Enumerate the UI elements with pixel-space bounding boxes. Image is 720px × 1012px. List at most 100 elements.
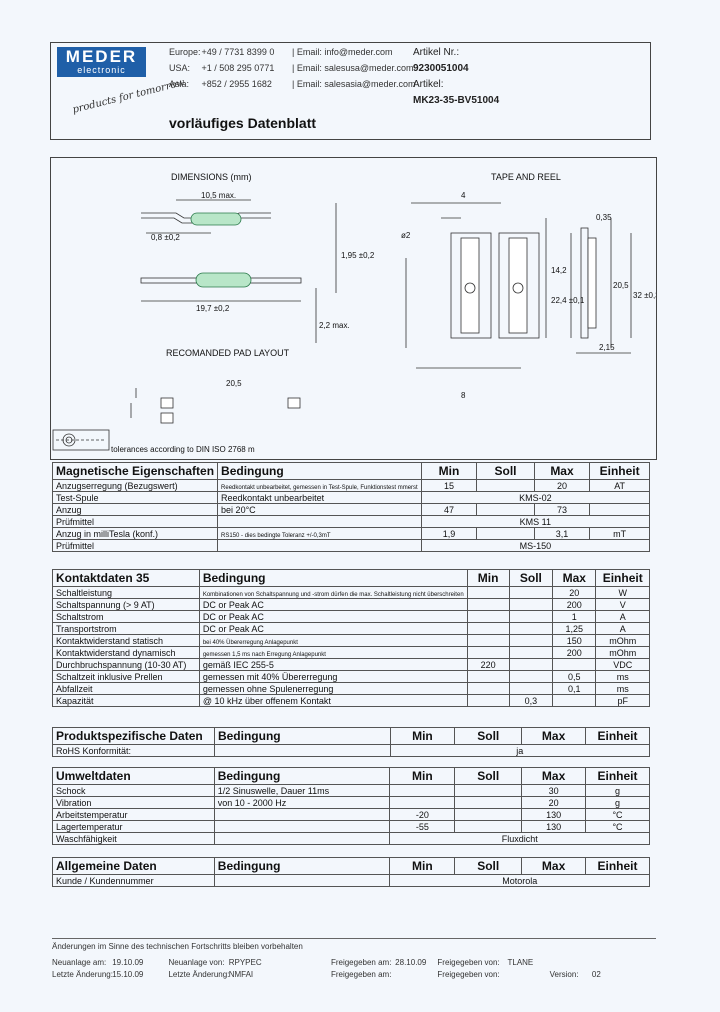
cell-text: Anzugserregung (Bezugswert) <box>56 480 178 491</box>
column-header: Bedingung <box>213 857 391 875</box>
cell-unit: mOhm <box>595 646 650 659</box>
artikel-nr-value: 9230051004 <box>413 63 469 74</box>
table-row: Durchbruchspannung (10-30 AT)gemäß IEC 2… <box>52 658 650 671</box>
cell-name: Arbeitstemperatur <box>52 808 215 821</box>
cell-text: 20 <box>548 797 559 808</box>
contact-region: Asia: <box>169 79 190 89</box>
tape-title: TAPE AND REEL <box>491 172 561 182</box>
cell-text: 3,1 <box>555 528 569 539</box>
document-title: vorläufiges Datenblatt <box>169 115 317 131</box>
cell-text: Prüfmittel <box>56 540 95 551</box>
cell-unit: ms <box>595 682 650 695</box>
footer-label: Freigegeben von: <box>437 958 500 967</box>
cell-soll <box>508 610 554 623</box>
cell-name: Durchbruchspannung (10-30 AT) <box>52 658 200 671</box>
cell-min <box>466 694 510 707</box>
cell-text: Anzug <box>56 504 82 515</box>
contact-email[interactable]: | Email: salesusa@meder.com <box>292 63 414 73</box>
dim-label: 14,2 <box>551 266 567 275</box>
cell-cond: bei 40% Übererregung Anlagepunkt <box>198 634 468 647</box>
contact-email[interactable]: | Email: info@meder.com <box>292 47 393 57</box>
cell-span: MS-150 <box>420 539 651 552</box>
cell-min <box>466 610 510 623</box>
cell-text: -20 <box>415 809 429 820</box>
dim-label: 20,5 <box>613 281 629 290</box>
cell-text: Kunde / Kundennummer <box>56 875 154 886</box>
cell-text: Arbeitstemperatur <box>56 809 128 820</box>
cell-text: mOhm <box>609 647 637 658</box>
artikel-label: Artikel: <box>413 79 444 90</box>
column-header: Max <box>521 727 587 745</box>
cell-max: 200 <box>552 646 597 659</box>
cell-text: bei 20°C <box>221 504 256 515</box>
footer-label: Freigegeben von: <box>437 970 500 979</box>
section-title: Umweltdaten <box>52 767 215 785</box>
cell-min: 15 <box>420 479 478 492</box>
contact-email[interactable]: | Email: salesasia@meder.com <box>292 79 416 89</box>
cell-name: RoHS Konformität: <box>52 744 215 757</box>
cell-text: MS-150 <box>519 540 552 551</box>
column-header: Min <box>389 767 456 785</box>
cell-min <box>466 634 510 647</box>
column-header: Soll <box>454 857 523 875</box>
artikel-nr-label: Artikel Nr.: <box>413 47 460 58</box>
section-title: Kontaktdaten 35 <box>52 569 200 587</box>
cell-text: g <box>615 797 621 808</box>
cell-text: 0,3 <box>524 695 538 706</box>
cell-text: ms <box>616 671 629 682</box>
cell-soll <box>454 808 523 821</box>
cell-name: Test-Spule <box>51 491 219 504</box>
contact-phone: +1 / 508 295 0771 <box>201 63 275 73</box>
cell-text: RoHS Konformität: <box>56 745 132 756</box>
column-header: Max <box>552 569 597 587</box>
cell-cond: DC or Peak AC <box>198 622 468 635</box>
footer-label: Freigegeben am: <box>330 958 392 967</box>
cell-max: 30 <box>521 784 587 797</box>
column-header: Max <box>521 767 587 785</box>
cell-text: Schaltstrom <box>56 611 104 622</box>
tolerance-note: tolerances according to DIN ISO 2768 m <box>111 445 255 454</box>
logo-line1: MEDER <box>65 47 138 66</box>
footer-value: RPYPEC <box>228 958 262 967</box>
cell-min: 1,9 <box>420 527 478 540</box>
cell-min: 47 <box>420 503 478 516</box>
cell-cond: bei 20°C <box>217 503 422 516</box>
cell-text: pF <box>617 695 628 706</box>
cell-name: Schaltleistung <box>52 586 200 599</box>
cell-cond <box>213 874 391 887</box>
column-header: Soll <box>508 569 554 587</box>
column-header: Min <box>389 857 456 875</box>
column-header: Einheit <box>595 569 650 587</box>
cell-text: 200 <box>566 647 582 658</box>
cell-name: Kapazität <box>52 694 200 707</box>
cell-unit: AT <box>589 479 650 492</box>
cell-span: Motorola <box>389 874 650 887</box>
column-header: Einheit <box>589 462 650 480</box>
cell-text: 0,5 <box>568 671 581 682</box>
cell-name: Schaltzeit inklusive Prellen <box>52 670 200 683</box>
column-header: Einheit <box>585 767 650 785</box>
cell-max: 20 <box>521 796 587 809</box>
cell-cond: Reedkontakt unbearbeitet, gemessen in Te… <box>217 479 422 492</box>
cell-span: ja <box>389 744 650 757</box>
cell-soll <box>508 646 554 659</box>
contact-asia: Asia: +852 / 2955 1682 | Email: salesasi… <box>169 79 416 89</box>
cell-text: Schock <box>56 785 86 796</box>
cell-name: Schaltspannung (> 9 AT) <box>52 598 200 611</box>
header-box: MEDER electronic products for tomorrow E… <box>50 42 651 140</box>
cell-cond: Reedkontakt unbearbeitet <box>217 491 422 504</box>
cell-text: gemessen mit 40% Übererregung <box>202 671 338 682</box>
cell-text: 0,1 <box>568 683 581 694</box>
column-header: Einheit <box>585 727 650 745</box>
cell-max <box>552 658 597 671</box>
table-row: RoHS Konformität: ja <box>52 744 650 757</box>
